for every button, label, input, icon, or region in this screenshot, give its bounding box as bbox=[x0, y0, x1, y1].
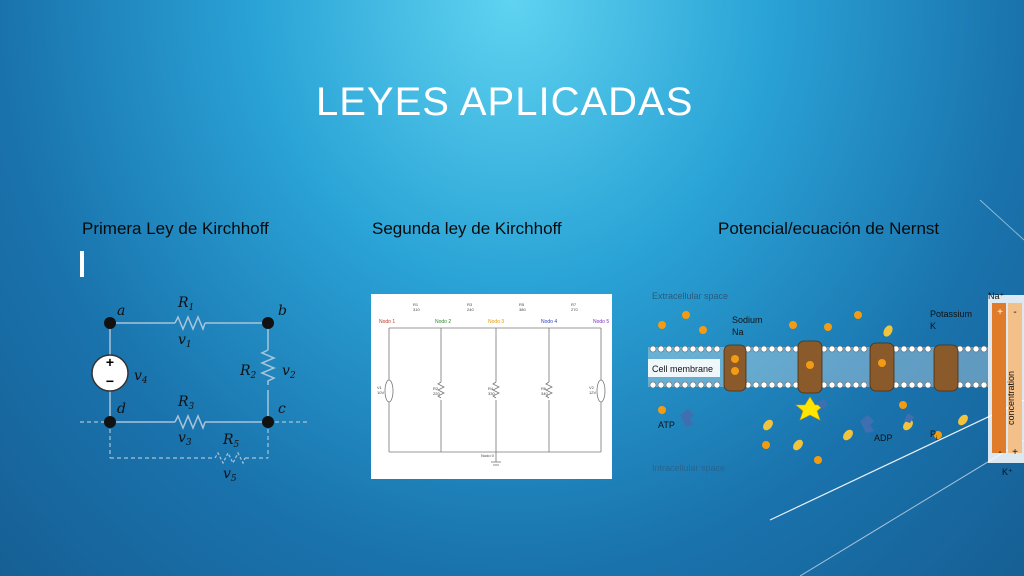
intracellular-label: Intracellular space bbox=[652, 463, 725, 473]
svg-text:R5: R5 bbox=[519, 302, 525, 307]
heading-kirchhoff-1: Primera Ley de Kirchhoff bbox=[82, 219, 269, 238]
node-c-dot bbox=[262, 416, 274, 428]
svg-text:ATP: ATP bbox=[658, 420, 675, 430]
svg-text:340: 340 bbox=[541, 391, 548, 396]
heading-kirchhoff-2: Segunda ley de Kirchhoff bbox=[372, 219, 562, 238]
ground-label: Nodo 0 bbox=[481, 453, 495, 458]
slide-title: LEYES APLICADAS bbox=[316, 80, 694, 124]
atp-hydrolysis-star-icon bbox=[795, 396, 825, 421]
svg-text:R6: R6 bbox=[541, 386, 547, 391]
svg-text:10V: 10V bbox=[377, 390, 384, 395]
node-3-label: Nodo 3 bbox=[488, 319, 504, 325]
r2-label: R2 bbox=[239, 363, 257, 381]
text-cursor bbox=[80, 251, 84, 277]
svg-text:220: 220 bbox=[433, 391, 440, 396]
voltage-source-icon bbox=[91, 354, 129, 392]
svg-text:V1: V1 bbox=[377, 385, 383, 390]
concentration-bar: + - - + Na⁺ K⁺ concentration bbox=[988, 291, 1024, 477]
v4-label: v4 bbox=[134, 368, 148, 386]
node-b-label: b bbox=[278, 303, 287, 319]
node-4-label: Nodo 4 bbox=[541, 319, 557, 325]
node-5-label: Nodo 5 bbox=[593, 319, 609, 325]
concentration-label: concentration bbox=[1006, 371, 1016, 425]
source-plus: + bbox=[106, 354, 114, 370]
svg-text:Pi: Pi bbox=[930, 429, 937, 442]
node-a-label: a bbox=[117, 303, 125, 319]
kirchhoff-1-circuit: + − a b c d R1 v1 R2 v2 R3 v3 v4 R5 v5 bbox=[80, 295, 310, 484]
r1-label: R1 bbox=[177, 295, 194, 313]
svg-text:-: - bbox=[998, 447, 1001, 458]
nernst-membrane-diagram: Extracellular space Intracellular space … bbox=[648, 291, 1024, 477]
v5-label: v5 bbox=[223, 466, 237, 484]
svg-text:+: + bbox=[997, 307, 1003, 318]
v2-label: v2 bbox=[282, 363, 296, 381]
svg-text:K: K bbox=[930, 321, 936, 331]
svg-text:270: 270 bbox=[571, 307, 578, 312]
svg-text:R7: R7 bbox=[571, 302, 577, 307]
node-a-dot bbox=[104, 317, 116, 329]
svg-text:R4: R4 bbox=[488, 386, 494, 391]
node-b-dot bbox=[262, 317, 274, 329]
cell-membrane-label: Cell membrane bbox=[652, 364, 713, 374]
r5-label: R5 bbox=[222, 432, 240, 450]
svg-text:-: - bbox=[1013, 307, 1016, 318]
svg-text:310: 310 bbox=[413, 307, 420, 312]
svg-text:330: 330 bbox=[488, 391, 495, 396]
svg-text:R3: R3 bbox=[467, 302, 473, 307]
node-c-label: c bbox=[278, 401, 286, 417]
node-d-label: d bbox=[117, 401, 126, 417]
svg-text:+: + bbox=[1012, 447, 1018, 458]
node-1-label: Nodo 1 bbox=[379, 319, 395, 325]
svg-text:380: 380 bbox=[519, 307, 526, 312]
r3-label: R3 bbox=[177, 394, 195, 412]
svg-text:V2: V2 bbox=[589, 385, 595, 390]
svg-text:12V: 12V bbox=[589, 390, 596, 395]
svg-text:Sodium: Sodium bbox=[732, 315, 763, 325]
svg-text:R2: R2 bbox=[433, 386, 439, 391]
node-2-label: Nodo 2 bbox=[435, 319, 451, 325]
source-minus: − bbox=[106, 373, 114, 389]
svg-text:Na⁺: Na⁺ bbox=[988, 291, 1005, 301]
extracellular-label: Extracellular space bbox=[652, 291, 728, 301]
svg-text:ADP: ADP bbox=[874, 433, 893, 443]
svg-text:K⁺: K⁺ bbox=[1002, 467, 1013, 477]
node-d-dot bbox=[104, 416, 116, 428]
cell-membrane-label-bg bbox=[648, 359, 720, 377]
svg-text:240: 240 bbox=[467, 307, 474, 312]
svg-text:Na: Na bbox=[732, 327, 744, 337]
heading-nernst: Potencial/ecuación de Nernst bbox=[718, 219, 940, 238]
kirchhoff-2-circuit: Nodo 1 Nodo 2 Nodo 3 Nodo 4 Nodo 5 R1 31… bbox=[371, 294, 612, 479]
v3-label: v3 bbox=[178, 430, 192, 448]
svg-text:R1: R1 bbox=[413, 302, 419, 307]
svg-text:Potassium: Potassium bbox=[930, 309, 972, 319]
v1-label: v1 bbox=[178, 332, 192, 350]
